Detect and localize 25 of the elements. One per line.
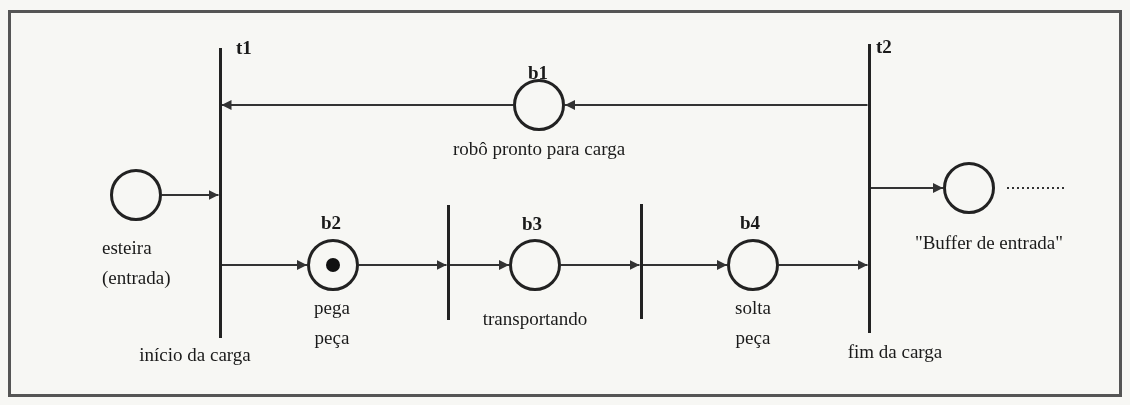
- arrow: [161, 190, 220, 200]
- place-label: b2: [319, 211, 343, 235]
- arrow: [564, 100, 869, 110]
- dotted-line: [1006, 187, 1067, 189]
- place-label: b3: [520, 212, 544, 236]
- transition-caption: fim da carga: [846, 340, 944, 364]
- place-caption: transportando: [481, 307, 589, 331]
- place-caption: robô pronto para carga: [451, 137, 627, 161]
- place-caption: solta peça: [734, 296, 772, 350]
- arrow: [560, 260, 641, 270]
- arrow: [641, 260, 728, 270]
- place-label: b1: [526, 61, 550, 85]
- transition-label: t1: [236, 36, 253, 60]
- arrow: [220, 260, 308, 270]
- place-label: b4: [738, 211, 762, 235]
- arrow: [778, 260, 869, 270]
- place-caption: "Buffer de entrada": [913, 231, 1065, 255]
- arrow: [448, 260, 510, 270]
- arrow: [869, 183, 944, 193]
- place-caption: pega peça: [313, 296, 351, 350]
- arrow: [220, 100, 514, 110]
- arrow: [358, 260, 448, 270]
- place-caption: esteira (entrada): [102, 236, 172, 290]
- transition-caption: início da carga: [138, 343, 252, 367]
- transition-label: t2: [876, 35, 893, 59]
